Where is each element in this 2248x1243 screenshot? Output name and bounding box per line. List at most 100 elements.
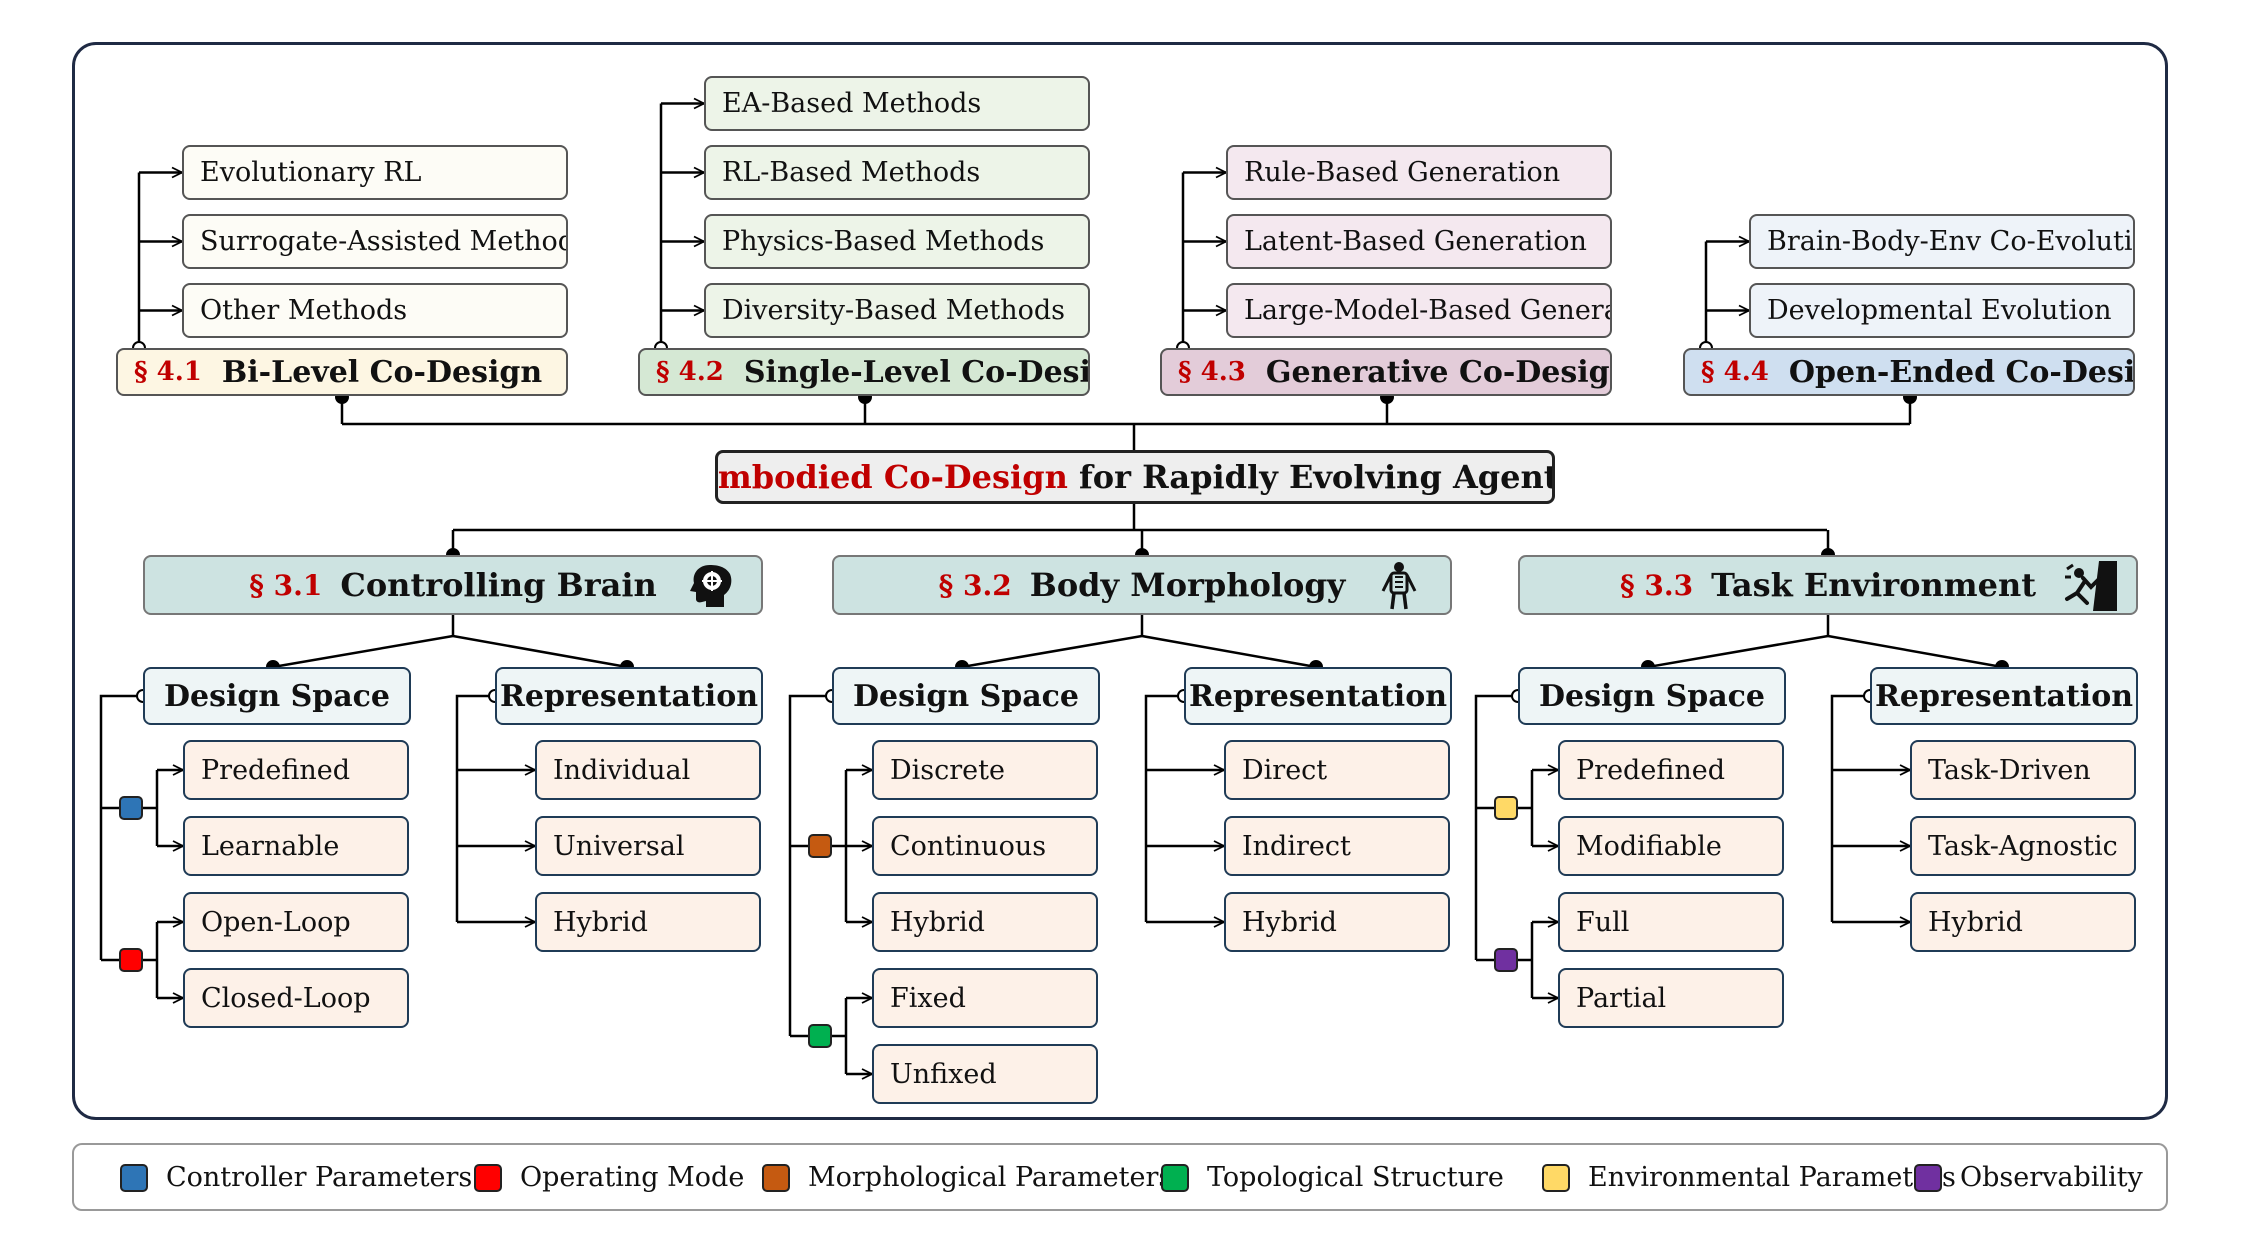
- design-space-leaf: Modifiable: [1558, 816, 1784, 876]
- section-title: Body Morphology: [1029, 566, 1346, 604]
- representation-head: Representation: [1184, 667, 1452, 725]
- design-space-leaf-label: Modifiable: [1576, 830, 1722, 862]
- top-leaf-label: Evolutionary RL: [200, 157, 422, 188]
- legend-label: Environmental Parameters: [1588, 1162, 1956, 1193]
- legend-item: Observability: [1914, 1162, 2143, 1193]
- legend-label: Observability: [1960, 1162, 2143, 1193]
- root-title-rest: for Rapidly Evolving Agents: [1067, 458, 1555, 496]
- design-space-leaf-label: Unfixed: [890, 1058, 997, 1090]
- design-space-leaf: Hybrid: [872, 892, 1098, 952]
- design-space-leaf-label: Open-Loop: [201, 906, 351, 938]
- design-space-leaf-label: Fixed: [890, 982, 966, 1014]
- design-space-leaf-label: Learnable: [201, 830, 340, 862]
- top-leaf-label: Diversity-Based Methods: [722, 295, 1066, 326]
- design-space-leaf: Unfixed: [872, 1044, 1098, 1104]
- design-space-leaf: Closed-Loop: [183, 968, 409, 1028]
- section-number: § 4.1: [134, 357, 202, 387]
- top-leaf: Brain-Body-Env Co-Evolution: [1749, 214, 2135, 269]
- section-number: § 3.1: [249, 568, 323, 602]
- top-leaf-label: Physics-Based Methods: [722, 226, 1045, 257]
- section-title: Controlling Brain: [340, 566, 657, 604]
- design-space-leaf: Partial: [1558, 968, 1784, 1028]
- top-leaf: Latent-Based Generation: [1226, 214, 1612, 269]
- representation-head-label: Representation: [1874, 678, 2134, 714]
- representation-leaf-label: Direct: [1242, 754, 1328, 786]
- section-title: Generative Co-Design: [1265, 354, 1612, 390]
- design-space-leaf-label: Discrete: [890, 754, 1005, 786]
- legend-label: Morphological Parameters: [808, 1162, 1173, 1193]
- representation-leaf: Universal: [535, 816, 761, 876]
- top-leaf-label: RL-Based Methods: [722, 157, 981, 188]
- section-number: § 4.4: [1701, 357, 1769, 387]
- representation-leaf: Indirect: [1224, 816, 1450, 876]
- top-leaf-label: Large-Model-Based Generation: [1244, 295, 1610, 326]
- top-leaf: EA-Based Methods: [704, 76, 1090, 131]
- legend-swatch: [1161, 1163, 1189, 1192]
- section-number: § 3.3: [1619, 568, 1694, 602]
- representation-leaf-label: Hybrid: [1928, 906, 2023, 938]
- top-leaf-label: Surrogate-Assisted Methods: [200, 226, 568, 257]
- design-space-leaf: Predefined: [183, 740, 409, 800]
- top-leaf: Diversity-Based Methods: [704, 283, 1090, 338]
- top-leaf: Developmental Evolution: [1749, 283, 2135, 338]
- section-number: § 4.3: [1178, 357, 1246, 387]
- legend-swatch: [1914, 1163, 1942, 1192]
- design-space-leaf-label: Predefined: [1576, 754, 1725, 786]
- section-number: § 4.2: [656, 357, 724, 387]
- top-leaf: Surrogate-Assisted Methods: [182, 214, 568, 269]
- design-space-leaf-label: Full: [1576, 906, 1630, 938]
- design-space-head-label: Design Space: [163, 678, 391, 714]
- legend-item: Morphological Parameters: [762, 1162, 1172, 1193]
- design-space-leaf: Discrete: [872, 740, 1098, 800]
- design-space-leaf-label: Partial: [1576, 982, 1667, 1014]
- design-space-head-label: Design Space: [1538, 678, 1766, 714]
- top-leaf: RL-Based Methods: [704, 145, 1090, 200]
- representation-leaf-label: Hybrid: [553, 906, 648, 938]
- design-space-leaf-label: Predefined: [201, 754, 350, 786]
- representation-head-label: Representation: [499, 678, 759, 714]
- root-title-box: Embodied Co-Design for Rapidly Evolving …: [715, 450, 1555, 504]
- design-space-head-label: Design Space: [852, 678, 1080, 714]
- representation-leaf-label: Hybrid: [1242, 906, 1337, 938]
- design-space-leaf-label: Hybrid: [890, 906, 985, 938]
- section-title: Single-Level Co-Design: [743, 354, 1090, 390]
- top-leaf-label: Rule-Based Generation: [1244, 157, 1561, 188]
- legend-swatch: [474, 1163, 502, 1192]
- design-space-leaf-label: Closed-Loop: [201, 982, 371, 1014]
- legend-item: Controller Parameters: [120, 1162, 472, 1193]
- top-leaf: Physics-Based Methods: [704, 214, 1090, 269]
- top-leaf: Large-Model-Based Generation: [1226, 283, 1612, 338]
- representation-head: Representation: [495, 667, 763, 725]
- design-space-leaf: Fixed: [872, 968, 1098, 1028]
- representation-leaf: Direct: [1224, 740, 1450, 800]
- representation-leaf-label: Task-Driven: [1928, 754, 2091, 786]
- representation-leaf-label: Indirect: [1242, 830, 1351, 862]
- design-space-leaf: Continuous: [872, 816, 1098, 876]
- section-number: § 3.2: [938, 568, 1012, 602]
- representation-leaf: Hybrid: [1224, 892, 1450, 952]
- legend-item: Environmental Parameters: [1542, 1162, 1956, 1193]
- major-section-2: § 3.2 Body Morphology: [832, 555, 1452, 615]
- legend-swatch: [762, 1163, 790, 1192]
- design-space-leaf: Full: [1558, 892, 1784, 952]
- legend-label: Controller Parameters: [166, 1162, 473, 1193]
- main-frame: [72, 42, 2168, 1120]
- representation-leaf-label: Universal: [553, 830, 685, 862]
- top-leaf-label: Brain-Body-Env Co-Evolution: [1767, 226, 2135, 257]
- top-leaf-label: Other Methods: [200, 295, 408, 326]
- representation-leaf: Hybrid: [1910, 892, 2136, 952]
- top-leaf-label: Developmental Evolution: [1767, 295, 2112, 326]
- legend-swatch: [120, 1163, 148, 1192]
- representation-leaf: Individual: [535, 740, 761, 800]
- legend-swatch: [1542, 1163, 1570, 1192]
- design-space-head: Design Space: [1518, 667, 1786, 725]
- representation-leaf: Task-Agnostic: [1910, 816, 2136, 876]
- brain-head-icon: [688, 561, 736, 613]
- body-skeleton-icon: [1377, 561, 1421, 615]
- design-space-leaf: Open-Loop: [183, 892, 409, 952]
- representation-leaf-label: Task-Agnostic: [1928, 830, 2118, 862]
